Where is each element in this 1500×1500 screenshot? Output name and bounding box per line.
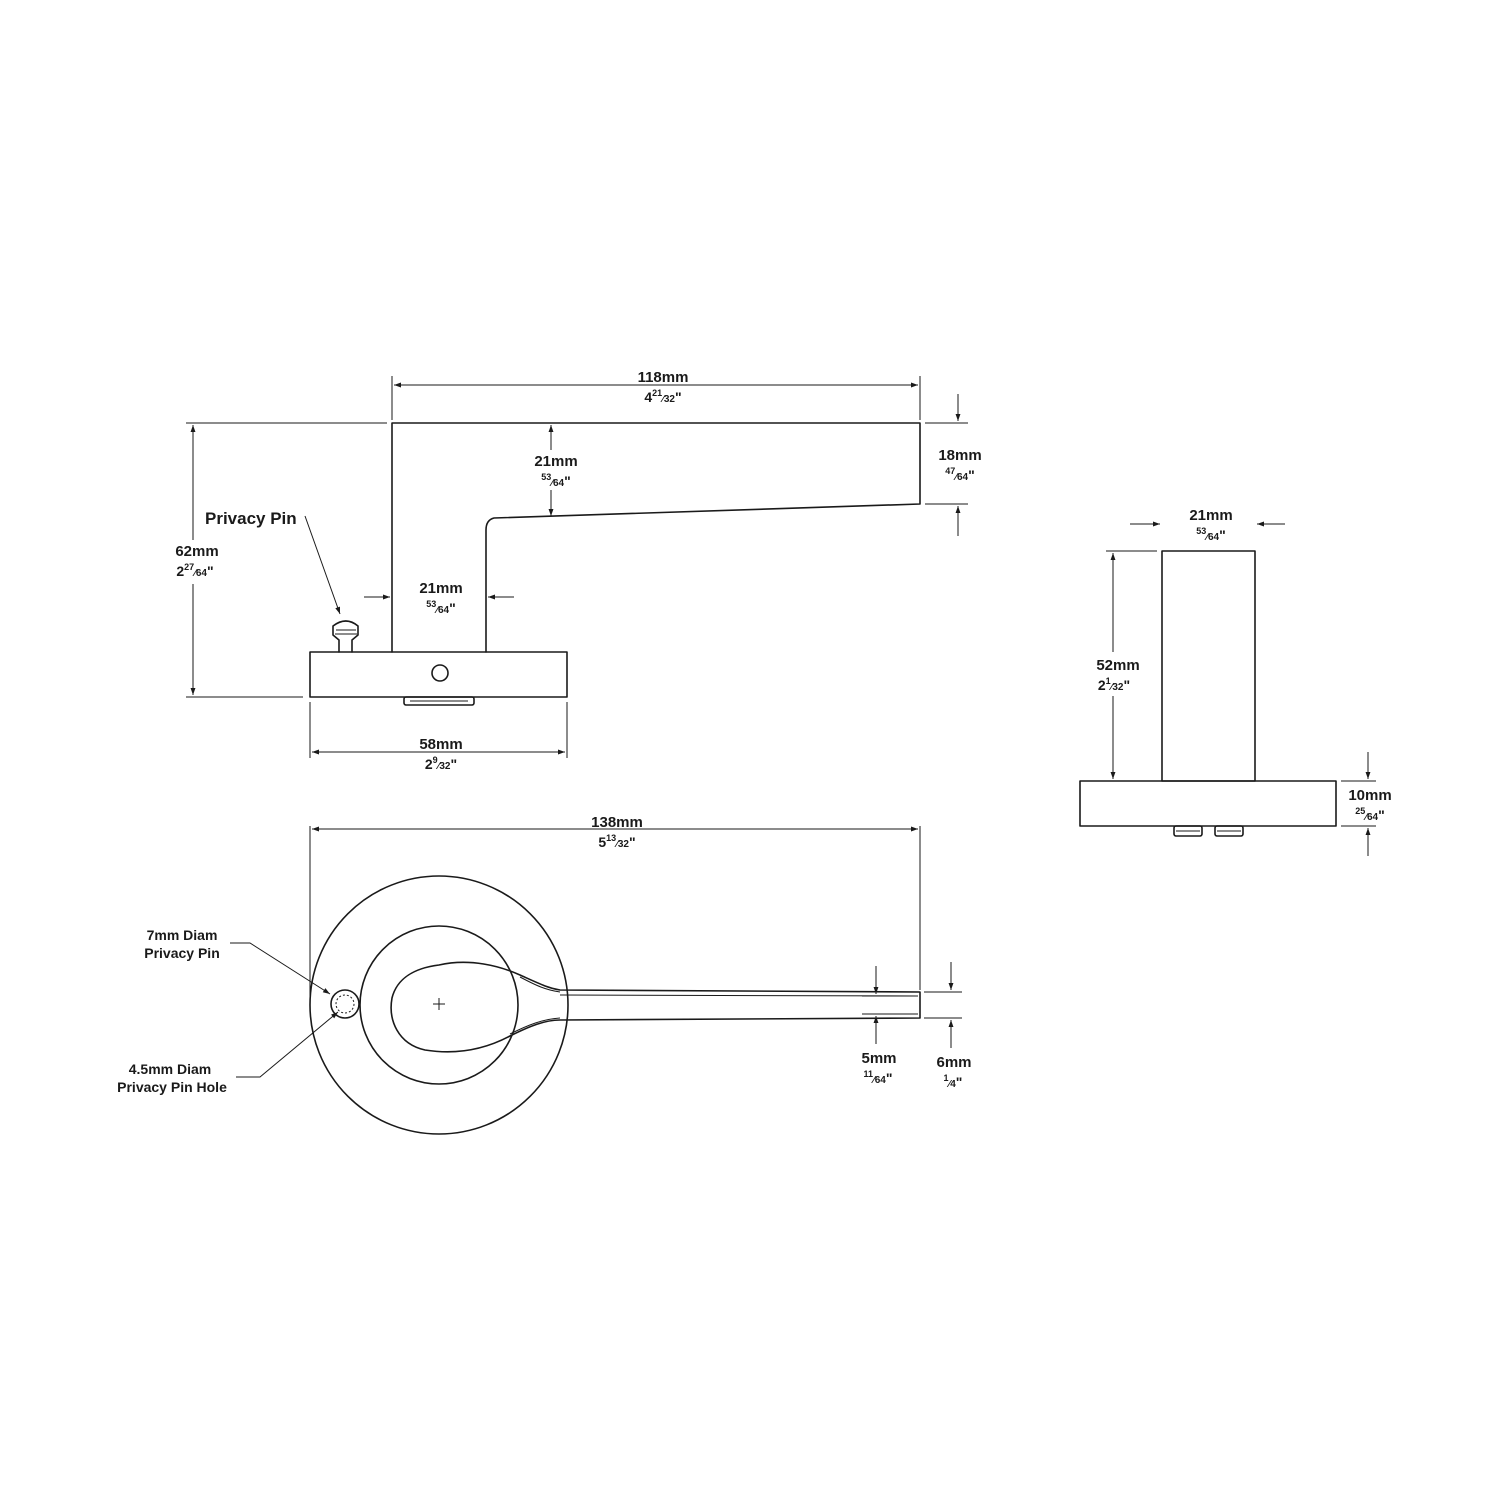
dim-62-inch: 227⁄64" — [176, 562, 213, 579]
dim-21-top-inch: 53⁄64" — [541, 472, 570, 489]
dim-side-52-inch: 21⁄32" — [1098, 676, 1130, 693]
dim-side-21-inch: 53⁄64" — [1196, 526, 1225, 543]
rose-outer-circle — [309, 875, 569, 1135]
dim-118-inch: 421⁄32" — [644, 388, 681, 405]
dim-18-inch: 47⁄64" — [945, 466, 974, 483]
plan-view: 138mm 513⁄32" 5mm 11⁄64" 6mm 1⁄4" 7mm Di… — [117, 814, 972, 1135]
dim-5-inch: 11⁄64" — [864, 1069, 893, 1086]
privacy-pin-leader — [304, 515, 341, 615]
dim-5-mm: 5mm — [861, 1050, 896, 1067]
hole-diam-label-2: Privacy Pin Hole — [117, 1079, 227, 1095]
dim-side-52-mm: 52mm — [1096, 657, 1139, 674]
lever-plan-outline — [390, 961, 921, 1053]
lever-front-outline — [391, 422, 921, 653]
dim-6-mm: 6mm — [936, 1054, 971, 1071]
dim-6-inch: 1⁄4" — [944, 1073, 963, 1090]
privacy-pin-circle — [330, 989, 360, 1019]
hole-diam-leader — [236, 1011, 339, 1078]
dim-118-mm: 118mm — [638, 369, 689, 386]
side-fixings — [1173, 825, 1244, 837]
pin-diam-leader — [230, 942, 331, 995]
dim-58-inch: 29⁄32" — [425, 755, 457, 772]
dim-62-mm: 62mm — [175, 543, 218, 560]
front-view: 118mm 421⁄32" 18mm 47⁄64" 21mm 53⁄64" 62… — [165, 369, 982, 772]
pin-diam-label-2: Privacy Pin — [144, 945, 220, 961]
fixing-plate — [403, 696, 475, 706]
side-view: 21mm 53⁄64" 52mm 21⁄32" 10mm 25⁄64" — [1079, 507, 1392, 856]
dim-18-mm: 18mm — [938, 447, 981, 464]
dim-138-mm: 138mm — [591, 814, 643, 831]
privacy-pin-knob — [332, 620, 359, 653]
dim-58-mm: 58mm — [419, 736, 462, 753]
privacy-pin-label: Privacy Pin — [205, 509, 297, 528]
hole-diam-label-1: 4.5mm Diam — [129, 1061, 211, 1077]
dim-21-top-mm: 21mm — [534, 453, 577, 470]
dim-side-10-mm: 10mm — [1348, 787, 1391, 804]
dim-side-21-mm: 21mm — [1189, 507, 1232, 524]
privacy-pin-hole — [335, 994, 355, 1014]
pin-diam-label-1: 7mm Diam — [147, 927, 218, 943]
rose-hole — [431, 664, 449, 682]
dim-21-mid-inch: 53⁄64" — [426, 599, 455, 616]
rose-front — [309, 651, 568, 698]
rose-side — [1079, 780, 1337, 827]
dim-21-mid-mm: 21mm — [419, 580, 462, 597]
dim-138-inch: 513⁄32" — [598, 833, 635, 850]
lever-side-outline — [1161, 550, 1256, 782]
rose-inner-circle — [359, 925, 519, 1085]
dim-side-10-inch: 25⁄64" — [1355, 806, 1384, 823]
